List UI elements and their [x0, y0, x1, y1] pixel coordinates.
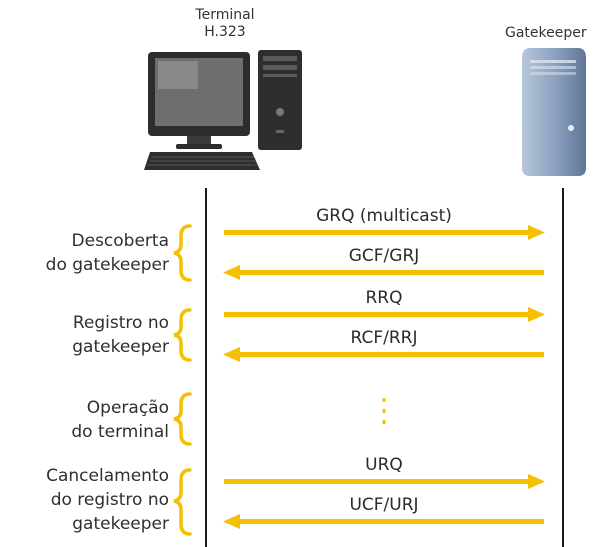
terminal-label-line1: Terminal [195, 7, 255, 23]
message-label-rcf: RCF/RRJ [350, 328, 418, 348]
phase-label-line: Registro no [72, 313, 169, 333]
phase-label-line: Operação [86, 398, 169, 418]
phase-label-registration: Registro no gatekeeper [72, 311, 169, 359]
phase-label-line: do terminal [71, 422, 169, 442]
message-label-urq: URQ [365, 455, 403, 475]
message-arrow-urq [224, 474, 545, 489]
message-arrow-ucf [223, 514, 544, 529]
message-label-grq: GRQ (multicast) [316, 206, 452, 226]
message-arrow-rrq [224, 307, 545, 322]
message-label-ucf: UCF/URJ [349, 495, 419, 515]
gatekeeper-server-icon [522, 48, 586, 176]
phase-label-line: gatekeeper [72, 337, 169, 357]
message-arrow-gcf [223, 265, 544, 280]
phase-label-line: gatekeeper [72, 514, 169, 534]
phase-brace-unregistration [173, 468, 192, 536]
message-label-rrq: RRQ [365, 288, 403, 308]
message-arrow-rcf [223, 347, 544, 362]
terminal-label-line2: H.323 [204, 24, 246, 40]
terminal-label: Terminal H.323 [170, 7, 280, 41]
operation-ellipsis-icon [382, 398, 386, 424]
phase-brace-discovery [173, 224, 192, 282]
phase-label-discovery: Descoberta do gatekeeper [46, 229, 169, 277]
message-label-gcf: GCF/GRJ [348, 246, 420, 266]
gatekeeper-label: Gatekeeper [505, 25, 587, 41]
phase-brace-registration [173, 308, 192, 362]
phase-label-operation: Operação do terminal [71, 396, 169, 444]
phase-brace-operation [173, 392, 192, 446]
message-arrow-grq [224, 225, 545, 240]
phase-label-line: do registro no [50, 490, 169, 510]
phase-label-line: do gatekeeper [45, 255, 169, 275]
phase-label-unregistration: Cancelamento do registro no gatekeeper [46, 464, 169, 536]
terminal-computer-icon [144, 50, 302, 170]
phase-label-line: Descoberta [71, 231, 169, 251]
phase-label-line: Cancelamento [46, 466, 169, 486]
